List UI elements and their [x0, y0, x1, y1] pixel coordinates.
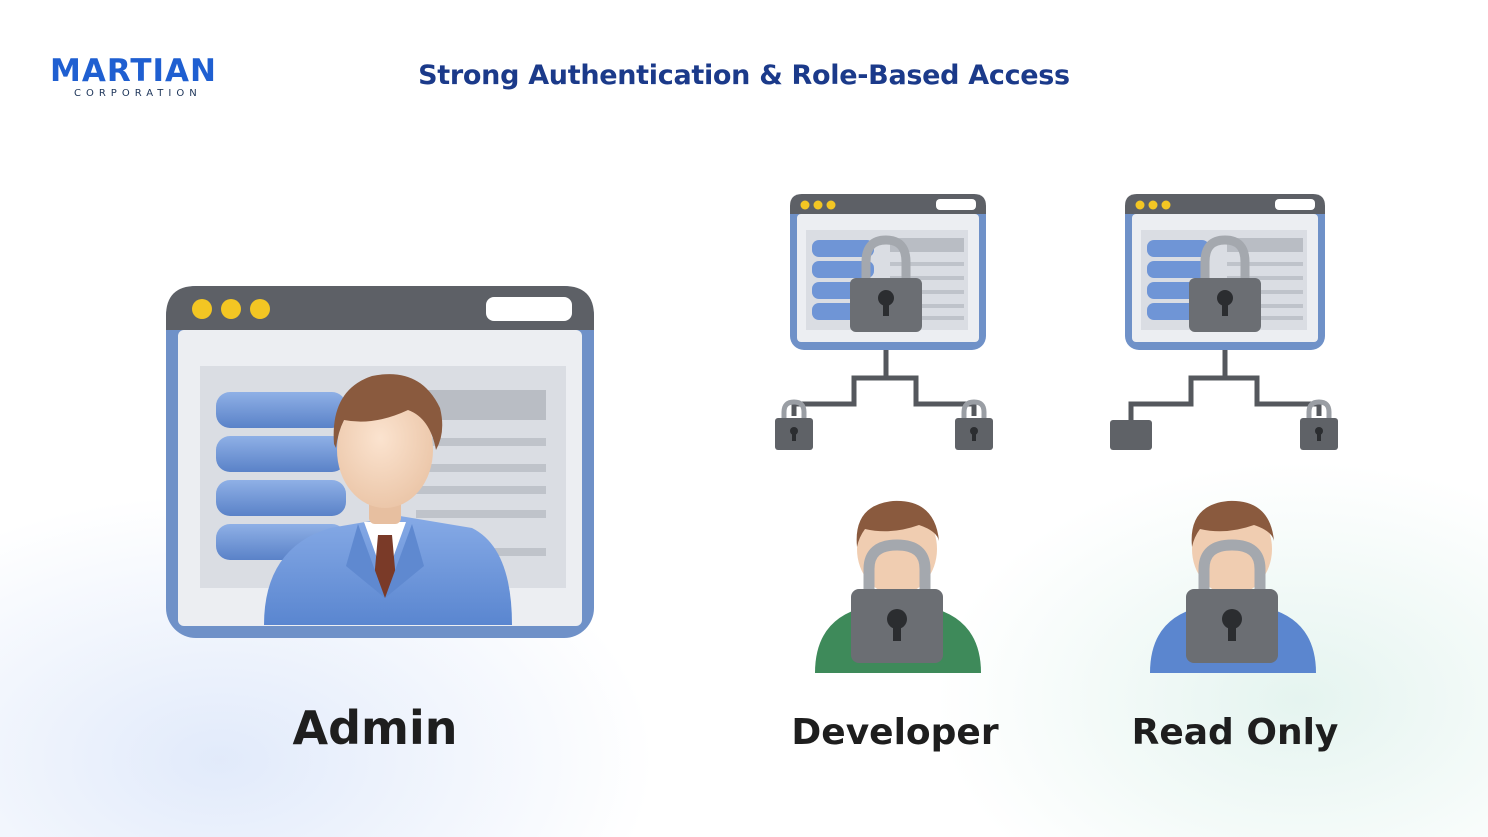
role-label-admin: Admin	[292, 701, 458, 755]
padlock-icon	[1300, 399, 1338, 450]
padlock-icon	[1189, 235, 1261, 332]
padlock-icon	[851, 539, 943, 663]
network-tree-icon	[1128, 350, 1322, 420]
padlock-icon	[1186, 539, 1278, 663]
role-label-read-only: Read Only	[1131, 712, 1339, 753]
padlock-icon	[775, 399, 813, 450]
logo-subtitle: CORPORATION	[74, 88, 202, 99]
admin-illustration	[166, 286, 594, 638]
readonly-person-illustration	[1150, 500, 1316, 673]
developer-network-illustration	[775, 194, 993, 450]
admin-person-icon	[264, 374, 512, 625]
logo-wordmark: MARTIAN	[50, 53, 217, 89]
company-logo: MARTIAN CORPORATION	[50, 54, 250, 104]
padlock-icon	[850, 235, 922, 332]
network-tree-icon	[791, 350, 977, 416]
database-icon	[216, 392, 346, 560]
developer-person-illustration	[815, 500, 981, 673]
slide-title: Strong Authentication & Role-Based Acces…	[418, 60, 1070, 91]
role-label-developer: Developer	[791, 712, 999, 753]
padlock-icon	[955, 399, 993, 450]
readonly-network-illustration	[1110, 194, 1338, 450]
unlocked-box-icon	[1110, 420, 1152, 450]
